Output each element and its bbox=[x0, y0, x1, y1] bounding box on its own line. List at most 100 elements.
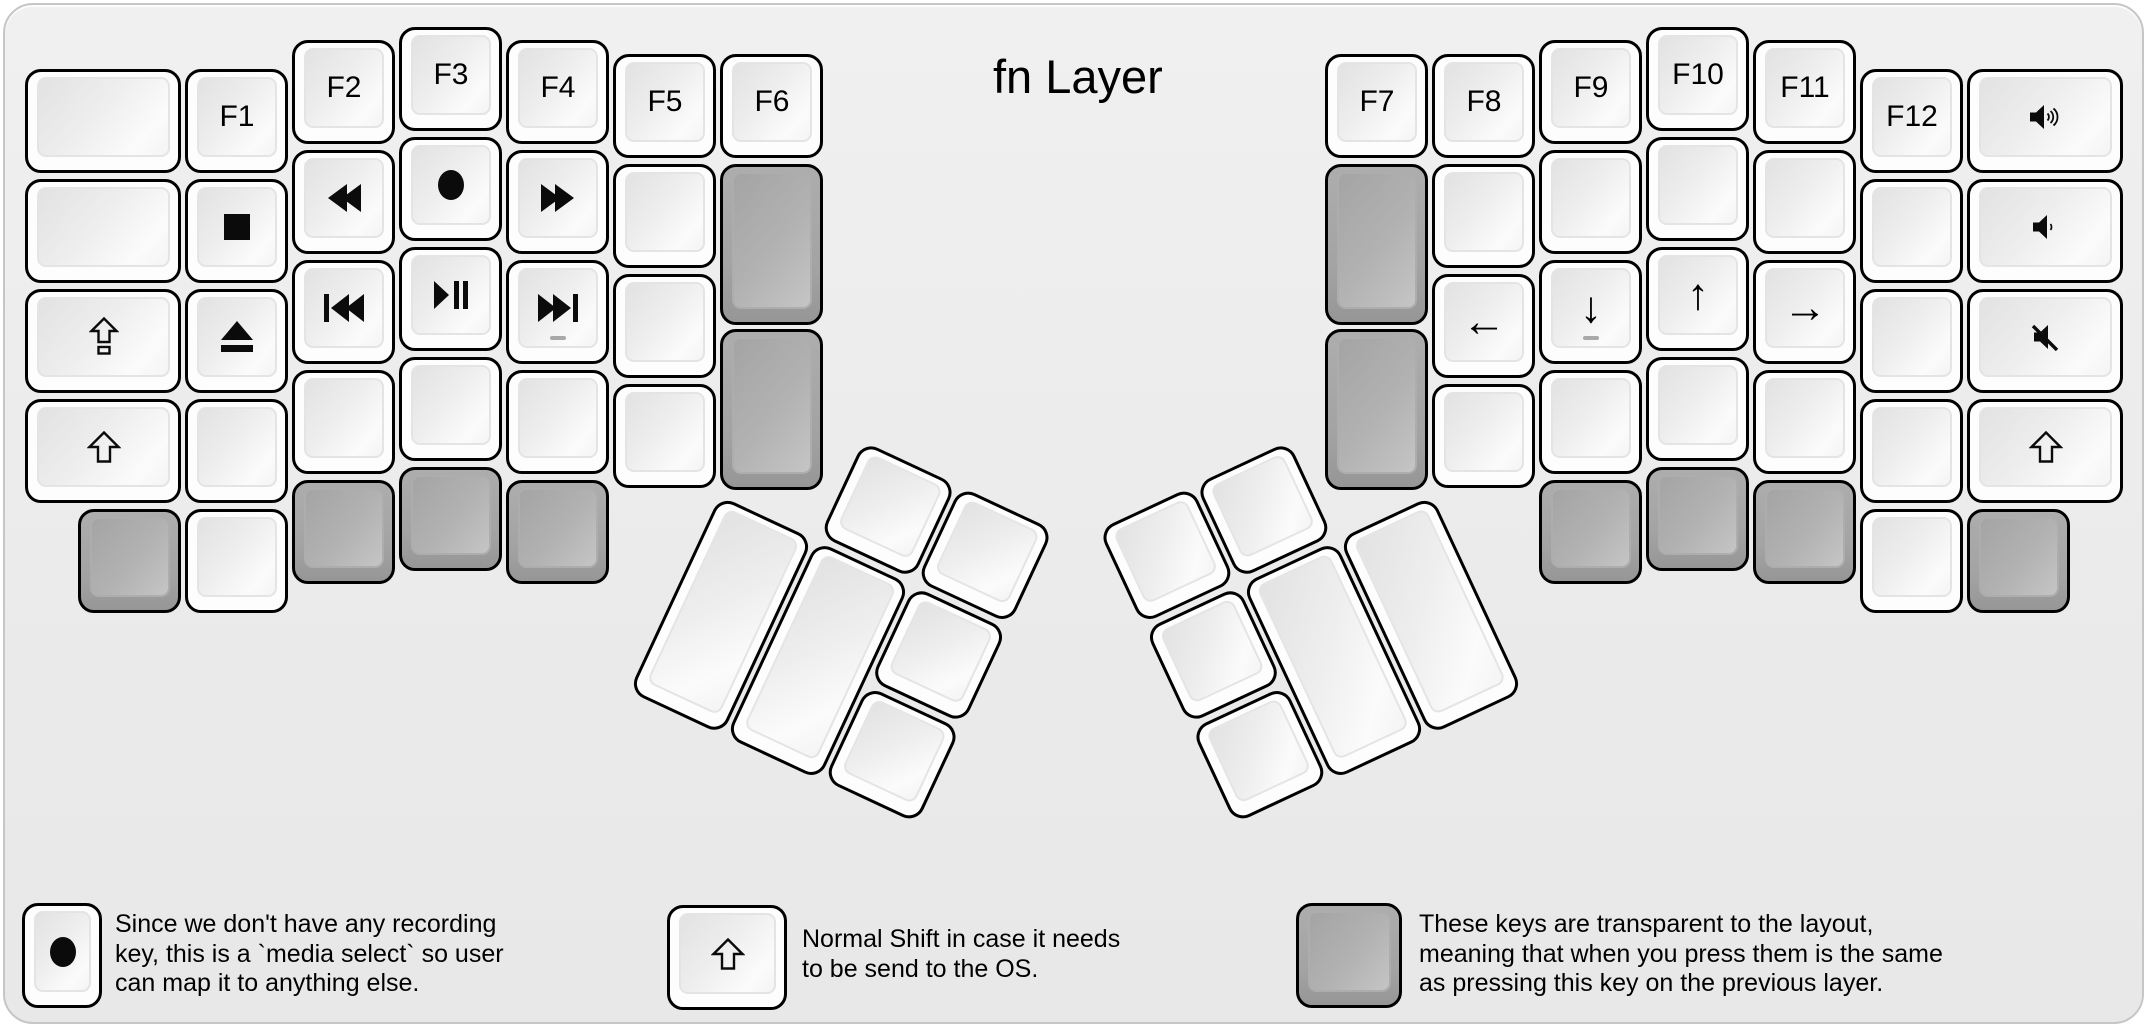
play-pause-icon bbox=[434, 281, 468, 309]
keycap-surface bbox=[411, 145, 491, 225]
legend-line: These keys are transparent to the layout… bbox=[1419, 910, 1874, 938]
keycap-surface: F6 bbox=[732, 62, 812, 142]
blank-key bbox=[1860, 399, 1963, 503]
keycap-surface bbox=[1872, 187, 1952, 267]
shift-key bbox=[667, 905, 787, 1010]
keycap-surface bbox=[411, 255, 491, 335]
keycap-surface bbox=[732, 337, 812, 474]
keycap-surface: F11 bbox=[1765, 48, 1845, 128]
legend-text-normal-shift: Normal Shift in case it needs to be send… bbox=[802, 925, 1120, 984]
keycap-surface bbox=[304, 378, 384, 458]
keycap-surface bbox=[1765, 378, 1845, 458]
homing-bar bbox=[1583, 336, 1599, 340]
keycap-surface bbox=[1765, 488, 1845, 568]
key-legend-text: F11 bbox=[1780, 71, 1830, 104]
transparent-key bbox=[1539, 480, 1642, 584]
blank-key bbox=[25, 179, 181, 283]
keycap-surface bbox=[1658, 365, 1738, 445]
keycap-surface bbox=[836, 453, 943, 560]
volume-up-icon bbox=[2029, 105, 2058, 129]
keycap-surface: ↓ bbox=[1551, 268, 1631, 348]
f8-key: F8 bbox=[1432, 54, 1535, 158]
f1-key: F1 bbox=[185, 69, 288, 173]
keycap-surface bbox=[304, 268, 384, 348]
blank-key bbox=[1432, 164, 1535, 268]
shift-icon bbox=[2028, 431, 2063, 463]
transparent-key bbox=[1325, 164, 1428, 325]
key-legend-text: F10 bbox=[1672, 58, 1724, 91]
keycap-surface bbox=[1308, 911, 1391, 992]
keycap-surface bbox=[1979, 77, 2112, 157]
keycap-surface: → bbox=[1765, 268, 1845, 348]
mute-icon bbox=[2031, 324, 2058, 351]
fast-forward-icon bbox=[541, 184, 574, 212]
legend-text-media-select: Since we don't have any recording key, t… bbox=[115, 910, 504, 999]
key-legend-text: F5 bbox=[647, 85, 683, 118]
keycap-surface bbox=[518, 158, 598, 238]
blank-key bbox=[1646, 357, 1749, 461]
keycap-surface bbox=[1979, 517, 2059, 597]
keycap-surface: F2 bbox=[304, 48, 384, 128]
caps-lock-icon bbox=[88, 317, 119, 355]
blank-key bbox=[399, 357, 502, 461]
blank-key bbox=[1646, 137, 1749, 241]
volume-down-key bbox=[1967, 179, 2123, 283]
shift-icon bbox=[710, 937, 745, 970]
blank-key bbox=[613, 384, 716, 488]
keycap-surface bbox=[90, 517, 170, 597]
keycap-surface bbox=[887, 597, 994, 705]
key-legend-text: F2 bbox=[326, 71, 362, 104]
stop-key bbox=[185, 179, 288, 283]
blank-key bbox=[1432, 384, 1535, 488]
transparent-key bbox=[78, 509, 181, 613]
keycap-surface bbox=[411, 475, 491, 555]
record-media-select-key bbox=[22, 903, 102, 1008]
prev-track-key bbox=[292, 260, 395, 364]
blank-key bbox=[1539, 150, 1642, 254]
shift-icon bbox=[86, 431, 121, 463]
transparent-key bbox=[1296, 903, 1402, 1008]
keycap-surface bbox=[1551, 488, 1631, 568]
legend-line: as pressing this key on the previous lay… bbox=[1419, 969, 1884, 997]
record-icon bbox=[49, 936, 76, 967]
keycap-surface bbox=[625, 172, 705, 252]
blank-key bbox=[1860, 509, 1963, 613]
keycap-surface: F9 bbox=[1551, 48, 1631, 128]
blank-key bbox=[25, 69, 181, 173]
keycap-surface bbox=[197, 297, 277, 377]
keycap-surface bbox=[1765, 158, 1845, 238]
key-legend-text: F12 bbox=[1886, 100, 1938, 133]
legend-line: meaning that when you press them is the … bbox=[1419, 939, 1943, 968]
f10-key: F10 bbox=[1646, 27, 1749, 131]
keycap-surface: F1 bbox=[197, 77, 277, 157]
f11-key: F11 bbox=[1753, 40, 1856, 144]
key-legend-text: F1 bbox=[219, 100, 255, 133]
caps-lock-key bbox=[25, 289, 181, 393]
f5-key: F5 bbox=[613, 54, 716, 158]
blank-key bbox=[613, 274, 716, 378]
blank-key bbox=[1753, 150, 1856, 254]
key-legend-text: ↑ bbox=[1687, 270, 1709, 319]
keycap-surface bbox=[732, 172, 812, 309]
keycap-surface bbox=[840, 697, 947, 804]
next-track-key bbox=[506, 260, 609, 364]
transparent-key bbox=[506, 480, 609, 584]
transparent-key bbox=[1646, 467, 1749, 571]
key-legend-text: F7 bbox=[1359, 85, 1395, 118]
blank-key bbox=[292, 370, 395, 474]
keycap-surface bbox=[37, 407, 170, 487]
blank-key bbox=[1753, 370, 1856, 474]
blank-key bbox=[1860, 289, 1963, 393]
key-legend-text: ↓ bbox=[1580, 283, 1602, 332]
rewind-key bbox=[292, 150, 395, 254]
keycap-surface bbox=[197, 517, 277, 597]
keycap-surface: F5 bbox=[625, 62, 705, 142]
keycap-surface bbox=[1444, 392, 1524, 472]
key-legend-text: F9 bbox=[1573, 71, 1609, 104]
keycap-surface: F4 bbox=[518, 48, 598, 128]
key-legend-text: F8 bbox=[1466, 85, 1502, 118]
f6-key: F6 bbox=[720, 54, 823, 158]
keycap-surface bbox=[37, 297, 170, 377]
blank-key bbox=[185, 509, 288, 613]
